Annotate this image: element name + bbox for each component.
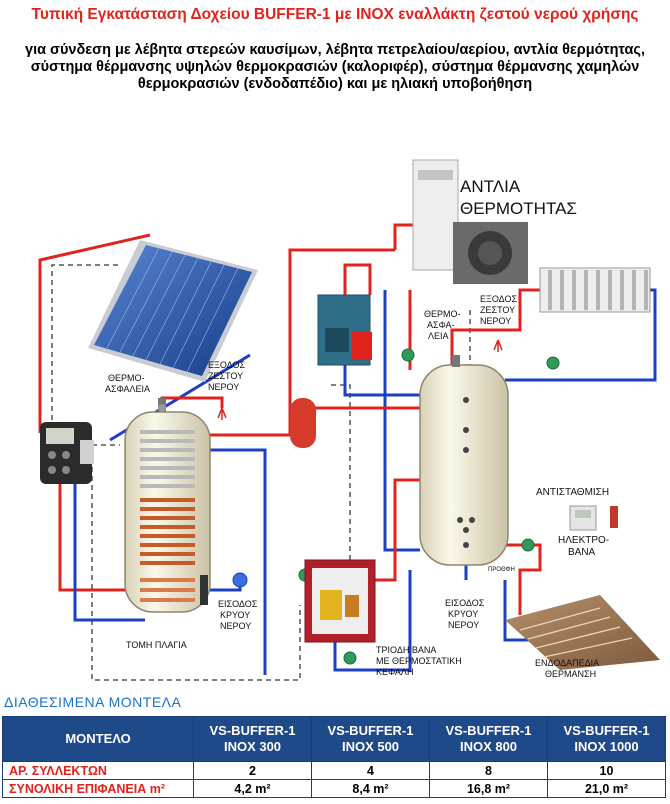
model-column-line2: INOX 300 [223,739,282,754]
model-column-line2: INOX 800 [459,739,518,754]
model-column-500: VS-BUFFER-1 INOX 500 [311,716,430,762]
solid-fuel-boiler [317,294,372,366]
models-header-row: ΜΟΝΤΕΛΟ VS-BUFFER-1 INOX 300 VS-BUFFER-1… [2,716,666,762]
radiator [539,267,651,313]
label-heat-pump-line2: ΘΕΡΜΟΤΗΤΑΣ [460,199,577,218]
left-shower-icon [158,404,227,420]
table-cell: 2 [193,761,312,780]
label-cw-in-left-3: ΝΕΡΟΥ [220,621,251,631]
models-heading: ΔΙΑΘΕΣΙΜΕΝΑ ΜΟΝΤΕΛΑ [4,694,182,710]
label-cw-in-right-2: ΚΡΥΟΥ [448,609,478,619]
label-cw-in-left-1: ΕΙΣΟΔΟΣ [218,599,258,609]
right-shower-icon [493,339,503,352]
pipes [38,223,657,681]
heat-pump [412,159,528,284]
row-label: ΣΥΝΟΛΙΚΗ ΕΠΙΦΑΝΕΙΑ m² [2,779,194,798]
table-cell: 10 [547,761,666,780]
table-cell: 4 [311,761,430,780]
label-electrovalve-2: ΒΑΝΑ [568,547,596,558]
label-safety-right-1: ΘΕΡΜΟ- [424,309,461,319]
label-three-way-1: ΤΡΙΟΔΗ ΒΑΝΑ [376,645,436,655]
label-safety-left-2: ΑΣΦΑΛΕΙΑ [105,384,150,394]
solar-controller [40,422,94,484]
label-hw-out-right-2: ΖΕΣΤΟΥ [480,305,515,315]
label-cw-in-left-2: ΚΡΥΟΥ [220,610,250,620]
solar-hot-pipe [38,233,151,433]
dhw-tank-cross-section [124,398,211,613]
label-hw-out-right-1: ΕΞΟΔΟΣ [480,294,517,304]
label-three-way-3: ΚΕΦΑΛΗ [376,667,413,677]
radiator-supply [450,288,545,365]
models-table: ΜΟΝΤΕΛΟ VS-BUFFER-1 INOX 300 VS-BUFFER-1… [2,716,666,798]
label-cw-in-right-3: ΝΕΡΟΥ [448,620,479,630]
oil-gas-boiler [304,559,376,643]
label-floor-heating-2: ΘΕΡΜΑΝΣΗ [545,669,596,679]
label-heat-pump-line1: ΑΝΤΛΙΑ [460,177,521,196]
left-cold-meter [232,572,248,588]
floor-supply [505,543,542,615]
boiler-red [343,263,372,295]
installation-diagram: ΑΝΤΛΙΑ ΘΕΡΜΟΤΗΤΑΣ ΕΞΟΔΟΣ ΖΕΣΤΟΥ ΝΕΡΟΥ ΘΕ… [38,159,660,681]
solar-collector [88,240,258,382]
row-label: ΑΡ. ΣΥΛΛΕΚΤΩΝ [2,761,194,780]
table-row-surface: ΣΥΝΟΛΙΚΗ ΕΠΙΦΑΝΕΙΑ m² 4,2 m² 8,4 m² 16,8… [2,779,666,798]
radiator-return [505,288,657,382]
boiler-blue [343,360,420,397]
oil-boiler-red [375,478,420,582]
label-pump: ΠΡΟΘΦΗ [488,567,515,573]
model-column-line2: INOX 500 [341,739,400,754]
left-to-buffer-blue [205,448,267,675]
label-safety-left-1: ΘΕΡΜΟ- [108,373,145,383]
table-cell: 8 [429,761,548,780]
label-electrovalve-1: ΗΛΕΚΤΡΟ- [558,535,609,546]
label-cross-section: ΤΟΜΗ ΠΛΑΓΙΑ [126,640,187,650]
heatpump-blue [383,290,420,552]
label-safety-right-3: ΛΕΙΑ [428,331,449,341]
table-cell: 16,8 m² [429,779,548,798]
label-hw-out-right-3: ΝΕΡΟΥ [480,316,511,326]
floor-heating [505,595,660,670]
buffer-tank [419,355,509,566]
model-column-line2: INOX 1000 [574,739,639,754]
label-hw-out-left-2: ΖΕΣΤΟΥ [208,371,243,381]
table-row-collectors: ΑΡ. ΣΥΛΛΕΚΤΩΝ 2 4 8 10 [2,761,666,780]
left-to-buffer-red [205,248,395,437]
solar-hot-pipe-lower [58,465,145,592]
table-cell: 4,2 m² [193,779,312,798]
model-column-1000: VS-BUFFER-1 INOX 1000 [547,716,666,762]
diagram-labels: ΑΝΤΛΙΑ ΘΕΡΜΟΤΗΤΑΣ ΕΞΟΔΟΣ ΖΕΣΤΟΥ ΝΕΡΟΥ ΘΕ… [105,177,609,679]
expansion-vessel [290,398,316,448]
label-cw-in-right-1: ΕΙΣΟΔΟΣ [445,598,485,608]
table-cell: 8,4 m² [311,779,430,798]
table-cell: 21,0 m² [547,779,666,798]
label-floor-heating-1: ΕΝΔΟΔΑΠΕΔΙΑ [535,658,599,668]
model-column-line1: VS-BUFFER-1 [209,723,296,738]
floor-return [503,580,530,642]
model-column-line1: VS-BUFFER-1 [563,723,650,738]
oil-boiler-blue [333,570,412,672]
label-compensation: ΑΝΤΙΣΤΑΘΜΙΣΗ [536,487,609,498]
model-column-300: VS-BUFFER-1 INOX 300 [193,716,312,762]
model-column-line1: VS-BUFFER-1 [327,723,414,738]
model-column-800: VS-BUFFER-1 INOX 800 [429,716,548,762]
page-subtitle: για σύνδεση με λέβητα στερεών καυσίμων, … [25,42,645,92]
page-title: Τυπική Εγκατάσταση Δοχείου BUFFER-1 με I… [31,6,639,23]
solar-cold-pipe-down [73,470,145,622]
model-column-line1: VS-BUFFER-1 [445,723,532,738]
compensation-controller [569,505,618,531]
label-three-way-2: ΜΕ ΘΕΡΜΟΣΤΑΤΙΚΗ [376,656,462,666]
label-hw-out-left-3: ΝΕΡΟΥ [208,382,239,392]
label-hw-out-left-1: ΕΞΟΔΟΣ [208,360,245,370]
models-header-label: ΜΟΝΤΕΛΟ [2,716,194,762]
label-safety-right-2: ΑΣΦΑ- [427,320,455,330]
